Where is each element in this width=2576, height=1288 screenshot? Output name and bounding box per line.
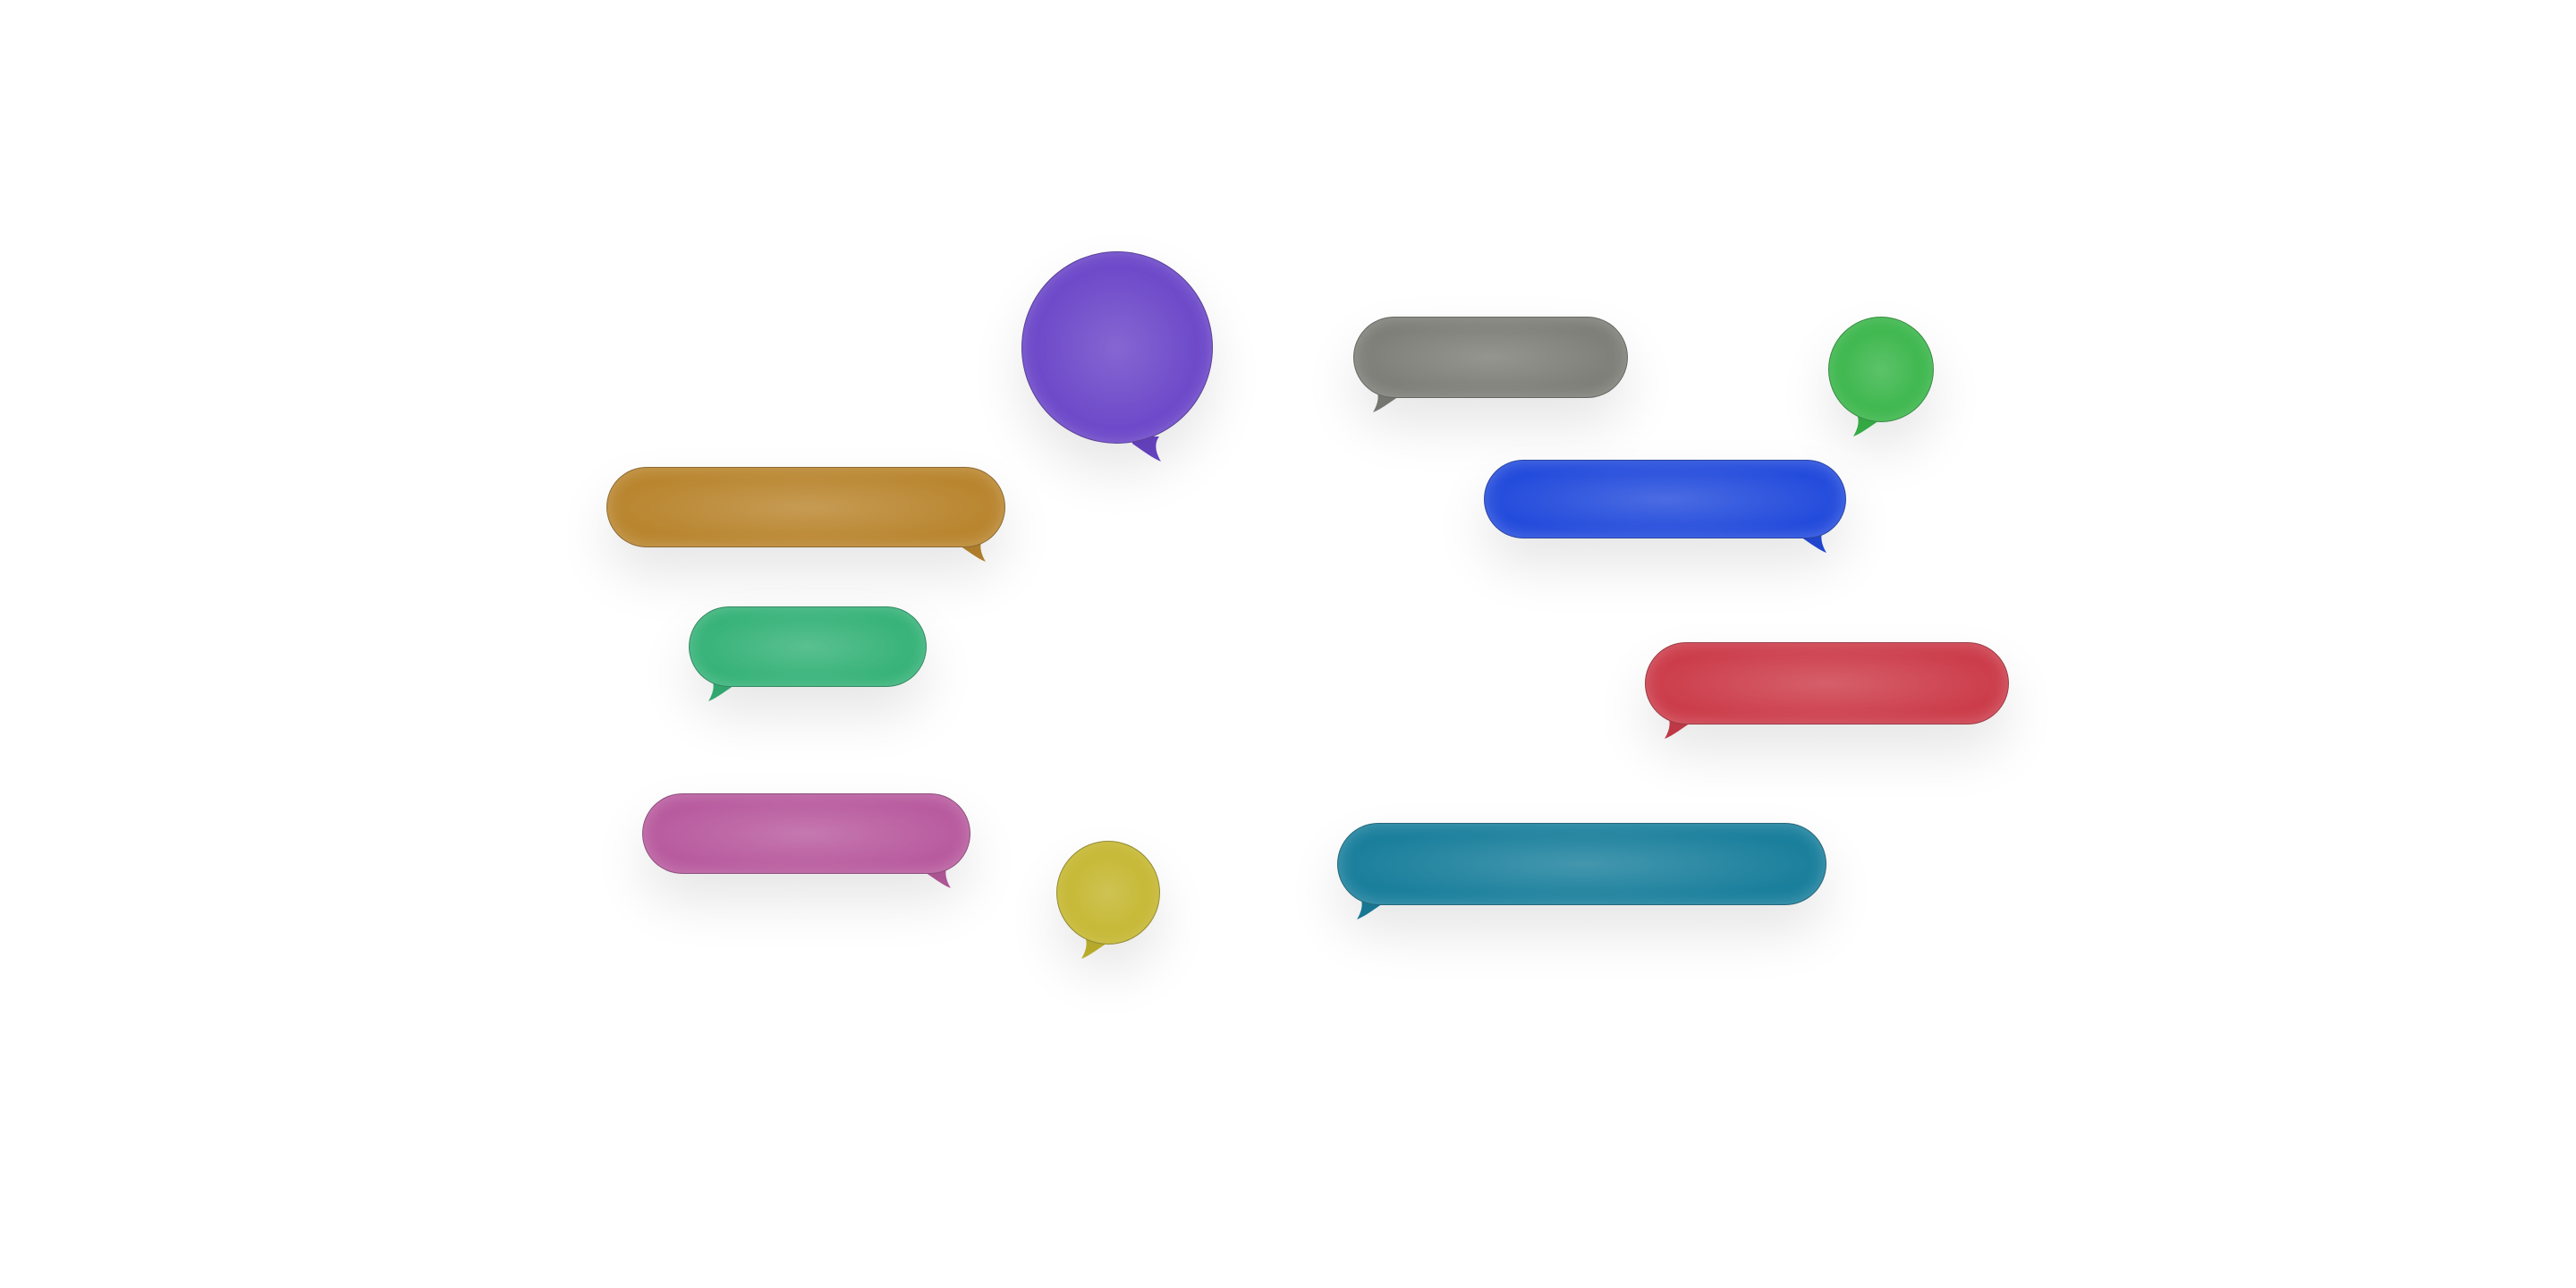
speech-bubble-icon bbox=[1337, 823, 1826, 919]
speech-bubble-icon bbox=[1484, 460, 1846, 553]
bubble-body bbox=[689, 606, 927, 687]
speech-bubble-icon bbox=[1353, 317, 1628, 412]
bubble-body bbox=[642, 793, 970, 874]
bubble-body bbox=[1337, 823, 1826, 905]
speech-bubble-icon bbox=[689, 606, 927, 701]
speech-bubble-icon bbox=[606, 467, 1005, 562]
speech-bubble-icon bbox=[1828, 317, 1934, 436]
bubble-body bbox=[1484, 460, 1846, 538]
speech-bubble-icon bbox=[1645, 642, 2009, 739]
bubble-tail bbox=[1132, 436, 1161, 462]
bubble-body bbox=[1056, 841, 1160, 945]
bubble-body bbox=[1021, 251, 1213, 444]
speech-bubble-icon bbox=[642, 793, 970, 888]
bubble-body bbox=[606, 467, 1005, 547]
speech-bubble-icon bbox=[1021, 251, 1213, 462]
bubble-body bbox=[1353, 317, 1628, 398]
speech-bubble-icon bbox=[1056, 841, 1160, 959]
bubble-body bbox=[1828, 317, 1934, 422]
bubble-body bbox=[1645, 642, 2009, 724]
